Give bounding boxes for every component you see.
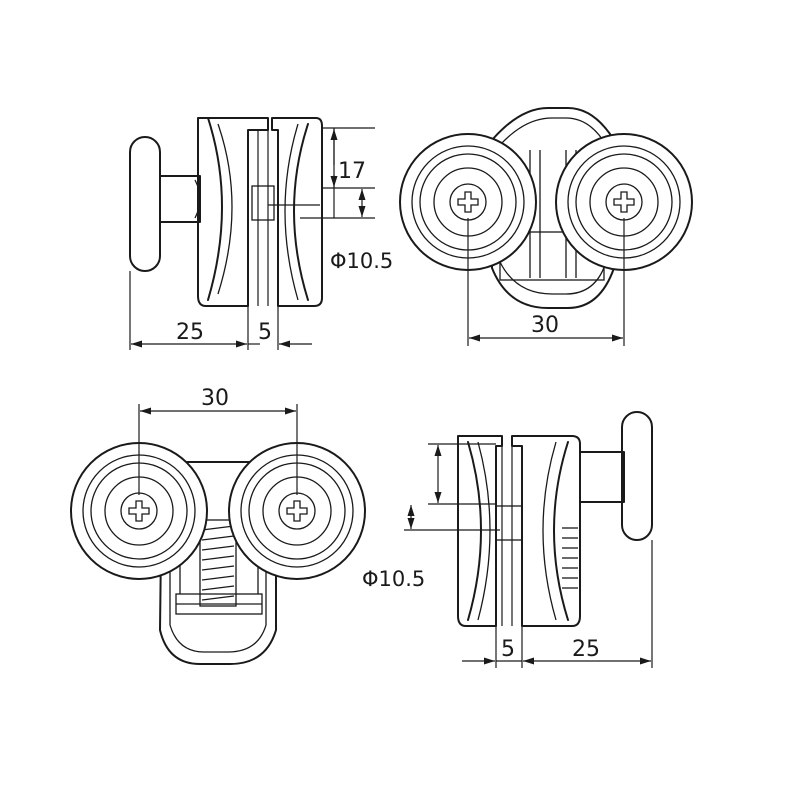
carriage-body-right (268, 117, 323, 307)
dim-label-diameter: Φ10.5 (330, 249, 393, 273)
carriage-body-right (511, 435, 581, 627)
carriage-body-left (197, 117, 269, 307)
screw-icon (457, 191, 479, 213)
ribs (562, 527, 578, 589)
screw-icon (613, 191, 635, 213)
dim-label-25: 25 (176, 320, 204, 345)
dim-label-diameter: Φ10.5 (362, 567, 425, 591)
dim-label-5: 5 (258, 320, 272, 345)
dim-label-5: 5 (501, 637, 515, 662)
screw-icon (286, 500, 308, 522)
dim-label-25: 25 (572, 637, 600, 662)
dim-label-17: 17 (338, 159, 366, 184)
front-view-top: 30 (399, 107, 693, 346)
side-view-bottom: Φ10.5 5 25 (362, 411, 653, 668)
front-view-bottom: 30 (70, 386, 366, 665)
roller-knob (579, 411, 653, 541)
screw-icon (128, 500, 150, 522)
dim-label-30-bottom: 30 (201, 386, 229, 411)
glass-gap (251, 130, 275, 306)
dim-label-30-top: 30 (531, 313, 559, 338)
wheel-right (555, 133, 693, 271)
spring (199, 519, 237, 607)
roller-knob (129, 136, 201, 272)
side-view-top: 17 Φ10.5 25 5 (129, 117, 393, 350)
glass-gap (495, 446, 523, 626)
